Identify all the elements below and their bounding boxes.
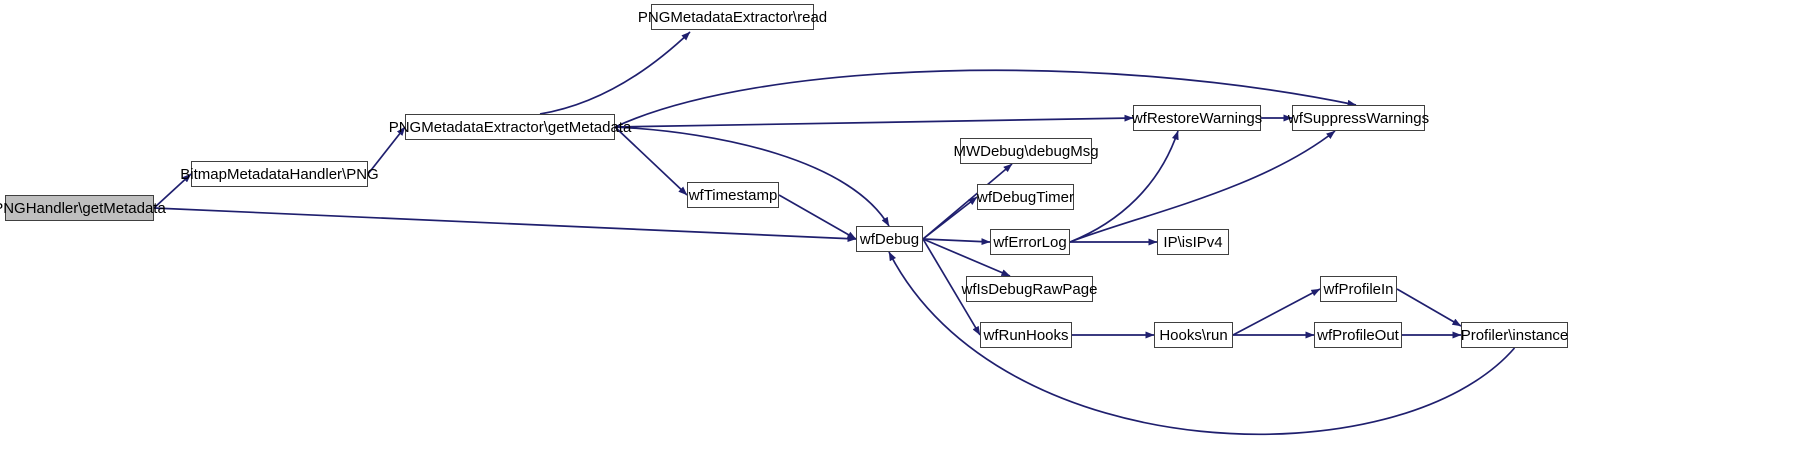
graph-edge-wf_timestamp-to-wf_debug bbox=[778, 194, 857, 240]
graph-node-wf_timestamp[interactable]: wfTimestamp bbox=[687, 182, 779, 208]
graph-node-hooks_run[interactable]: Hooks\run bbox=[1154, 322, 1233, 348]
graph-node-wf_error_log[interactable]: wfErrorLog bbox=[990, 229, 1070, 255]
graph-edge-png_handler_get_metadata-to-wf_debug bbox=[153, 207, 857, 243]
graph-edge-png_metadata_extractor_get_metadata-to-png_metadata_extractor_read bbox=[539, 31, 691, 115]
graph-node-wf_restore_warnings[interactable]: wfRestoreWarnings bbox=[1132, 105, 1262, 131]
graph-node-wf_run_hooks[interactable]: wfRunHooks bbox=[980, 322, 1072, 348]
graph-node-label: wfDebug bbox=[859, 230, 920, 248]
graph-node-label: Hooks\run bbox=[1159, 326, 1228, 344]
graph-edge-png_metadata_extractor_get_metadata-to-wf_restore_warnings bbox=[614, 114, 1134, 128]
graph-node-label: MWDebug\debugMsg bbox=[953, 142, 1099, 160]
graph-node-label: wfProfileOut bbox=[1317, 326, 1399, 344]
graph-node-label: wfIsDebugRawPage bbox=[961, 280, 1098, 298]
graph-node-wf_profile_in[interactable]: wfProfileIn bbox=[1320, 276, 1397, 302]
graph-node-ip_is_ipv4[interactable]: IP\isIPv4 bbox=[1157, 229, 1229, 255]
graph-node-png_handler_get_metadata[interactable]: PNGHandler\getMetadata bbox=[0, 195, 166, 221]
graph-node-label: PNGMetadataExtractor\getMetadata bbox=[388, 118, 632, 136]
graph-node-label: PNGHandler\getMetadata bbox=[0, 199, 166, 217]
graph-node-label: wfRunHooks bbox=[983, 326, 1069, 344]
graph-node-wf_profile_out[interactable]: wfProfileOut bbox=[1314, 322, 1402, 348]
graph-edge-wf_profile_in-to-profiler_instance bbox=[1396, 288, 1462, 327]
graph-node-label: wfErrorLog bbox=[993, 233, 1067, 251]
graph-node-wf_debug_timer[interactable]: wfDebugTimer bbox=[977, 184, 1074, 210]
graph-node-wf_suppress_warnings[interactable]: wfSuppressWarnings bbox=[1288, 105, 1429, 131]
graph-node-label: Profiler\instance bbox=[1460, 326, 1569, 344]
graph-edge-png_metadata_extractor_get_metadata-to-wf_debug bbox=[614, 126, 890, 227]
graph-node-label: wfDebugTimer bbox=[977, 188, 1074, 206]
graph-node-label: wfSuppressWarnings bbox=[1287, 109, 1430, 127]
graph-node-label: wfTimestamp bbox=[688, 186, 778, 204]
graph-edge-wf_debug-to-wf_error_log bbox=[922, 238, 991, 246]
graph-node-label: IP\isIPv4 bbox=[1163, 233, 1223, 251]
graph-node-label: wfRestoreWarnings bbox=[1131, 109, 1263, 127]
graph-edge-wf_error_log-to-wf_suppress_warnings bbox=[1069, 130, 1336, 243]
graph-node-label: PNGMetadataExtractor\read bbox=[637, 8, 828, 26]
graph-node-profiler_instance[interactable]: Profiler\instance bbox=[1461, 322, 1568, 348]
graph-node-label: BitmapMetadataHandler\PNG bbox=[180, 165, 379, 183]
graph-node-label: wfProfileIn bbox=[1323, 280, 1394, 298]
graph-node-bitmap_metadata_handler_png[interactable]: BitmapMetadataHandler\PNG bbox=[180, 161, 379, 187]
graph-node-wf_is_debug_raw_page[interactable]: wfIsDebugRawPage bbox=[962, 276, 1097, 302]
graph-node-png_metadata_extractor_get_metadata[interactable]: PNGMetadataExtractor\getMetadata bbox=[389, 114, 631, 140]
graph-node-png_metadata_extractor_read[interactable]: PNGMetadataExtractor\read bbox=[638, 4, 827, 30]
graph-node-mw_debug_debug_msg[interactable]: MWDebug\debugMsg bbox=[953, 138, 1099, 164]
graph-edge-hooks_run-to-wf_profile_in bbox=[1232, 288, 1321, 336]
graph-edge-wf_debug-to-wf_debug_timer bbox=[922, 196, 978, 240]
graph-edge-png_metadata_extractor_get_metadata-to-wf_timestamp bbox=[614, 126, 688, 196]
graph-node-wf_debug[interactable]: wfDebug bbox=[856, 226, 923, 252]
